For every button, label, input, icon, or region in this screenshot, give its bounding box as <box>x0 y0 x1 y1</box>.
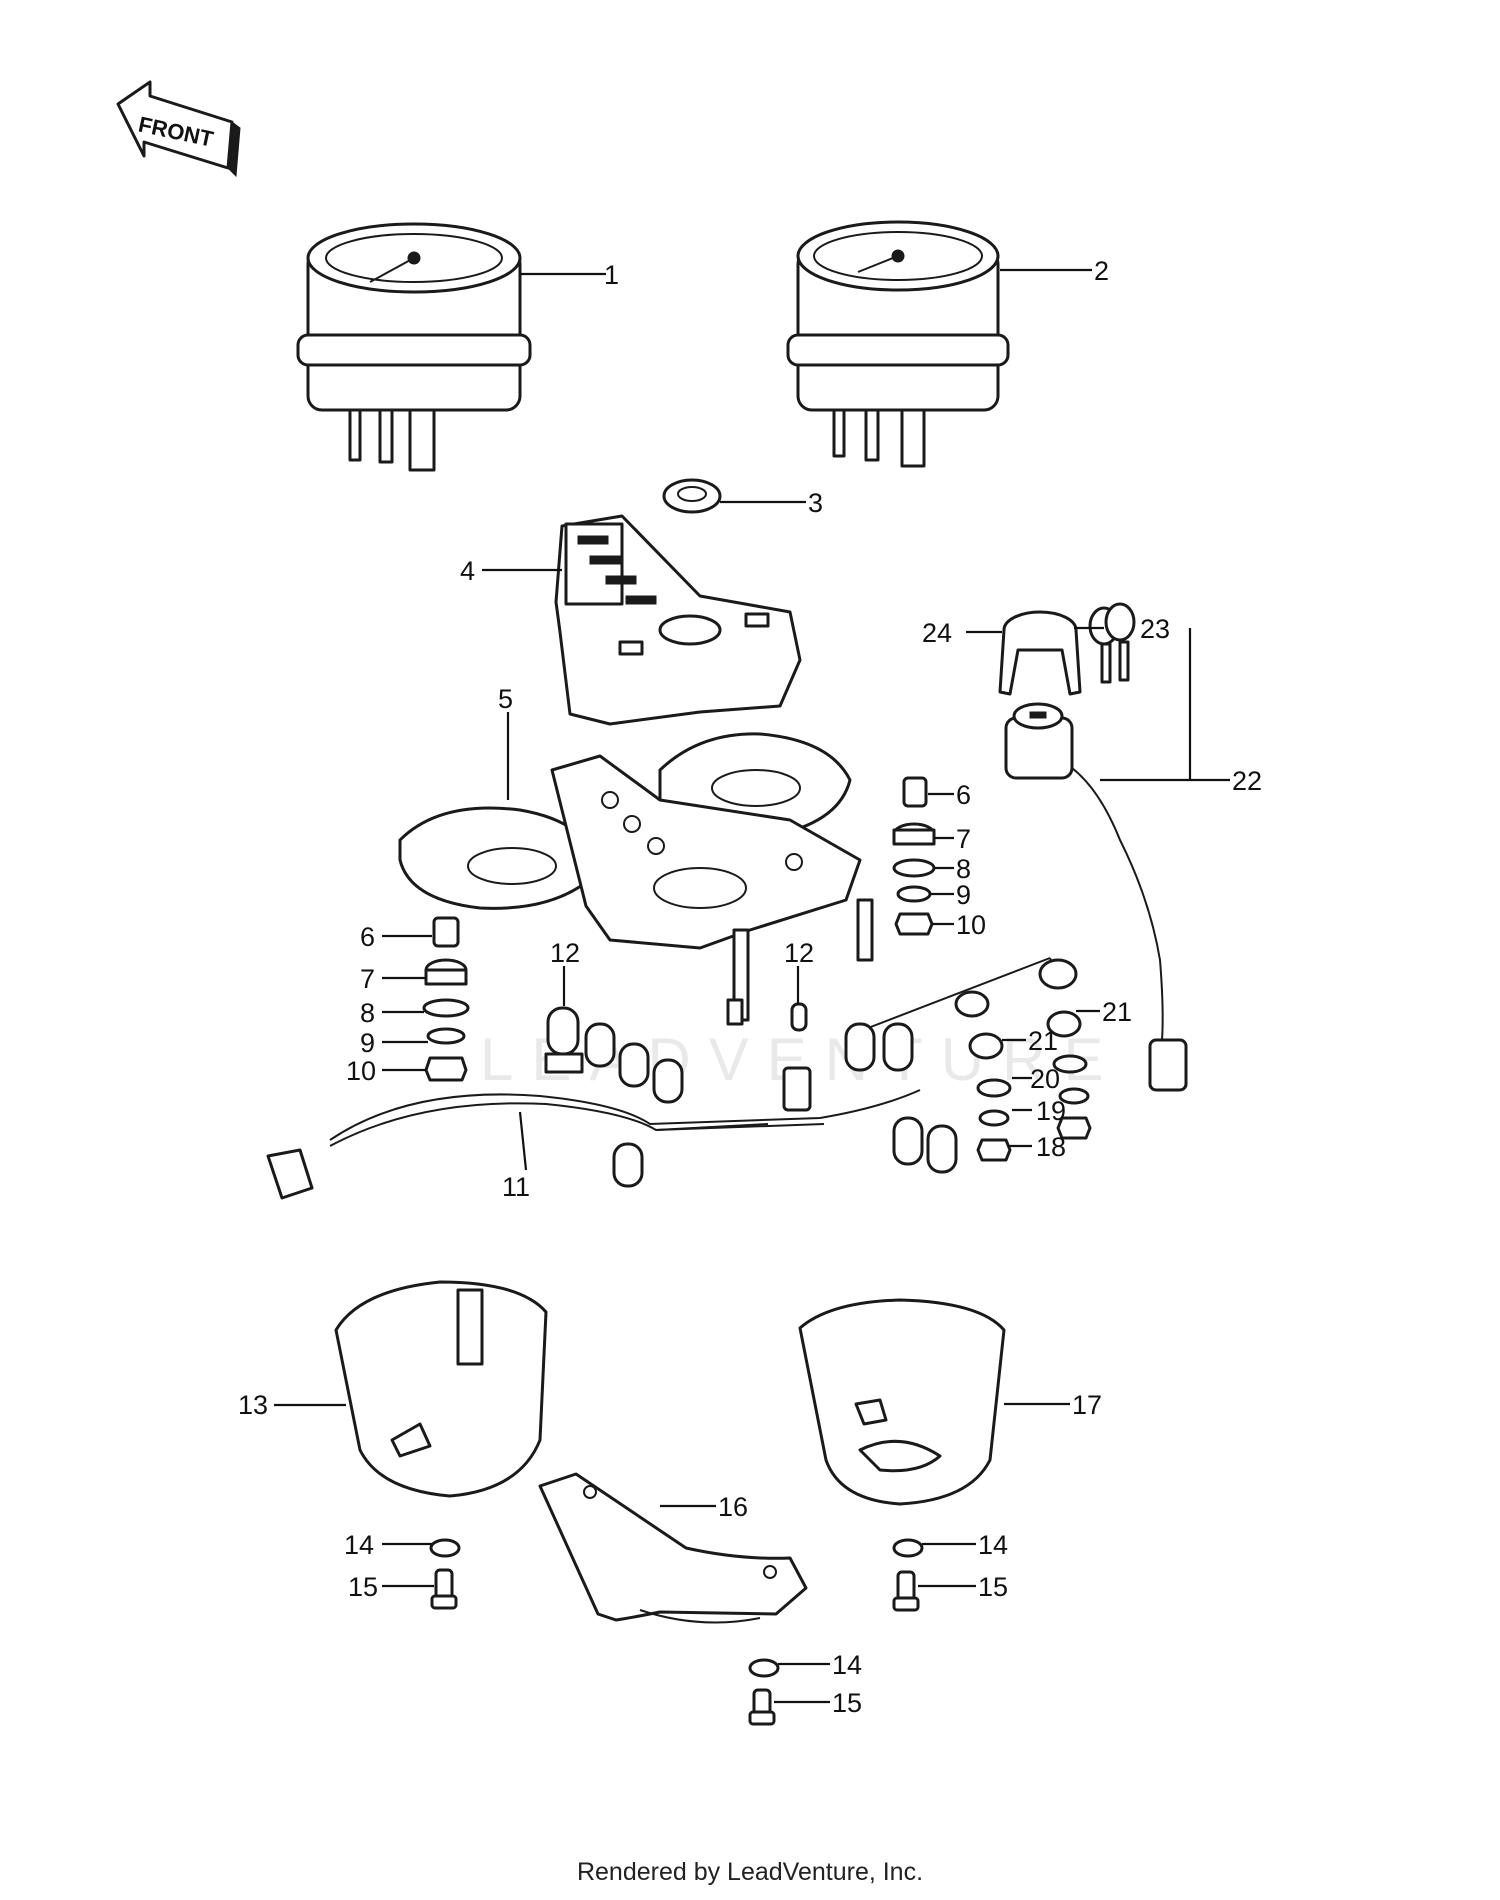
callout-8-left: 8 <box>360 998 375 1028</box>
washer-screw-right <box>892 1538 924 1612</box>
meter-right-part <box>786 220 1010 468</box>
callout-14-right: 14 <box>978 1530 1008 1560</box>
meter-bracket-part <box>398 732 874 1026</box>
callout-14-bottom: 14 <box>832 1650 862 1680</box>
callout-3: 3 <box>808 488 823 518</box>
callout-19: 19 <box>1036 1096 1066 1126</box>
callout-1: 1 <box>604 260 619 290</box>
callout-5: 5 <box>498 684 513 714</box>
callout-21-top: 21 <box>1102 997 1132 1027</box>
callout-6-left: 6 <box>360 922 375 952</box>
callout-15-left: 15 <box>348 1572 378 1602</box>
hardware-stack-left <box>422 916 470 1082</box>
callout-7-right: 7 <box>956 824 971 854</box>
callout-4: 4 <box>460 556 475 586</box>
callout-13: 13 <box>238 1390 268 1420</box>
callout-11: 11 <box>502 1172 530 1202</box>
callout-22: 22 <box>1232 766 1262 796</box>
callout-7-left: 7 <box>360 964 375 994</box>
cover-left-part <box>334 1280 548 1498</box>
callout-18: 18 <box>1036 1132 1066 1162</box>
callout-10-left: 10 <box>346 1056 376 1086</box>
washer-screw-left <box>429 1538 461 1610</box>
callout-16: 16 <box>718 1492 748 1522</box>
wiring-harness-part <box>266 957 1057 1200</box>
callout-6-right: 6 <box>956 780 971 810</box>
callout-15-right: 15 <box>978 1572 1008 1602</box>
callout-9-left: 9 <box>360 1028 375 1058</box>
leader-lines <box>274 268 1230 1704</box>
callout-24: 24 <box>922 618 952 648</box>
callout-23: 23 <box>1140 614 1170 644</box>
callout-21-bottom: 21 <box>1028 1026 1058 1056</box>
meter-left-part <box>296 222 532 472</box>
callout-17: 17 <box>1072 1390 1102 1420</box>
grommet-part <box>662 478 722 514</box>
callout-9-right: 9 <box>956 880 971 910</box>
callout-numbers: 1 2 3 4 5 6 7 8 9 10 6 7 8 9 10 11 12 12… <box>238 256 1262 1718</box>
indicator-housing-part <box>554 514 802 726</box>
callout-12-left: 12 <box>550 938 580 968</box>
keys-part <box>1088 602 1136 684</box>
callout-15-bottom: 15 <box>832 1688 862 1718</box>
cover-right-part <box>798 1298 1006 1506</box>
switch-cover-part <box>998 610 1082 696</box>
callout-20: 20 <box>1030 1064 1060 1094</box>
meter-mounting-bracket-part <box>538 1472 808 1624</box>
callout-8-right: 8 <box>956 854 971 884</box>
callout-2: 2 <box>1094 256 1109 286</box>
callout-12-right: 12 <box>784 938 814 968</box>
hardware-stack-right <box>892 776 936 936</box>
small-hardware-right <box>954 958 1092 1162</box>
washer-screw-bottom <box>748 1658 780 1726</box>
callout-10-right: 10 <box>956 910 986 940</box>
bulb-sockets-part <box>544 1002 958 1188</box>
footer-credit: Rendered by LeadVenture, Inc. <box>576 1858 924 1886</box>
ignition-switch-part <box>1004 702 1188 1092</box>
front-arrow-icon: FRONT <box>116 80 241 178</box>
callout-14-left: 14 <box>344 1530 374 1560</box>
